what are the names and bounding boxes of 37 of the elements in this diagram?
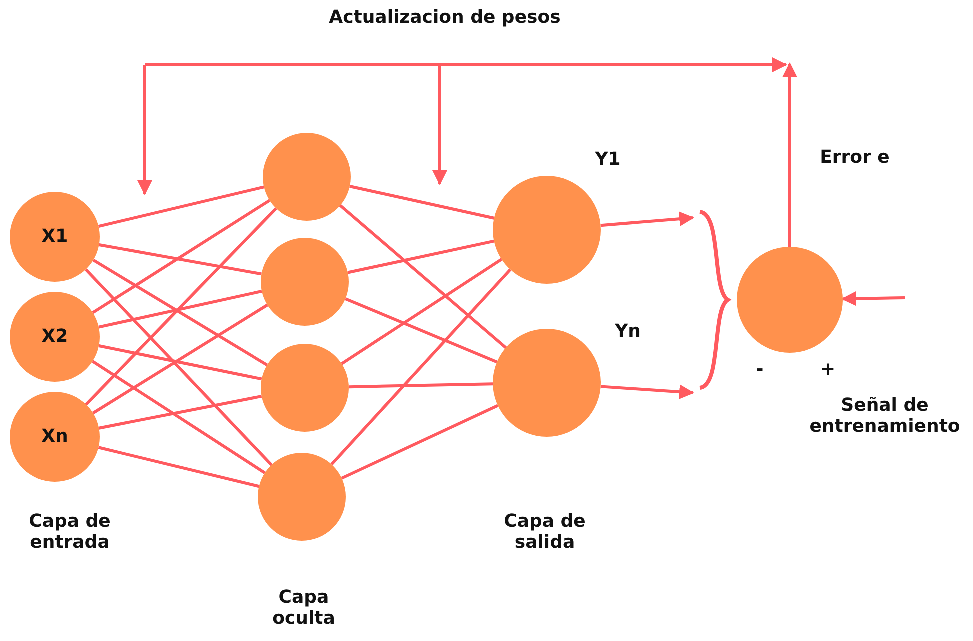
- connection-line: [92, 258, 268, 367]
- connection-line: [98, 186, 265, 228]
- title: Actualizacion de pesos: [328, 8, 562, 29]
- text-label: Capa de salida: [503, 512, 587, 554]
- connection-line: [85, 208, 278, 406]
- connection-line: [98, 395, 262, 430]
- connection-line: [98, 446, 260, 488]
- neuron-label: X2: [42, 326, 68, 348]
- connection-line: [348, 382, 494, 389]
- arrow: [600, 212, 694, 228]
- connection-line: [98, 290, 262, 329]
- arrow: [782, 62, 798, 247]
- text-label: -: [755, 360, 765, 381]
- connection-line: [341, 258, 503, 366]
- connection-line: [345, 298, 498, 364]
- connection-line: [84, 268, 273, 466]
- output-label: Yn: [614, 322, 642, 343]
- text-label: Señal de entrenamiento: [808, 396, 962, 438]
- text-label: Capa de entrada: [28, 512, 112, 554]
- connection-line: [339, 204, 507, 349]
- connection-line: [99, 244, 262, 276]
- connection-line: [92, 360, 266, 474]
- connection-line: [350, 185, 495, 220]
- connection-line: [348, 240, 495, 274]
- neuron-label: Xn: [42, 426, 68, 448]
- arrow: [600, 384, 694, 400]
- connection-line: [92, 304, 268, 415]
- connection-line: [341, 404, 499, 480]
- text-label: +: [819, 360, 837, 381]
- text-label: Error e: [819, 148, 891, 169]
- connection-line: [330, 268, 512, 466]
- neuron-label: X1: [42, 226, 68, 248]
- arrow: [842, 291, 906, 306]
- text-label: Capa oculta: [272, 588, 336, 630]
- connection-line: [92, 199, 271, 314]
- output-label: Y1: [594, 150, 622, 171]
- connection-line: [98, 344, 262, 381]
